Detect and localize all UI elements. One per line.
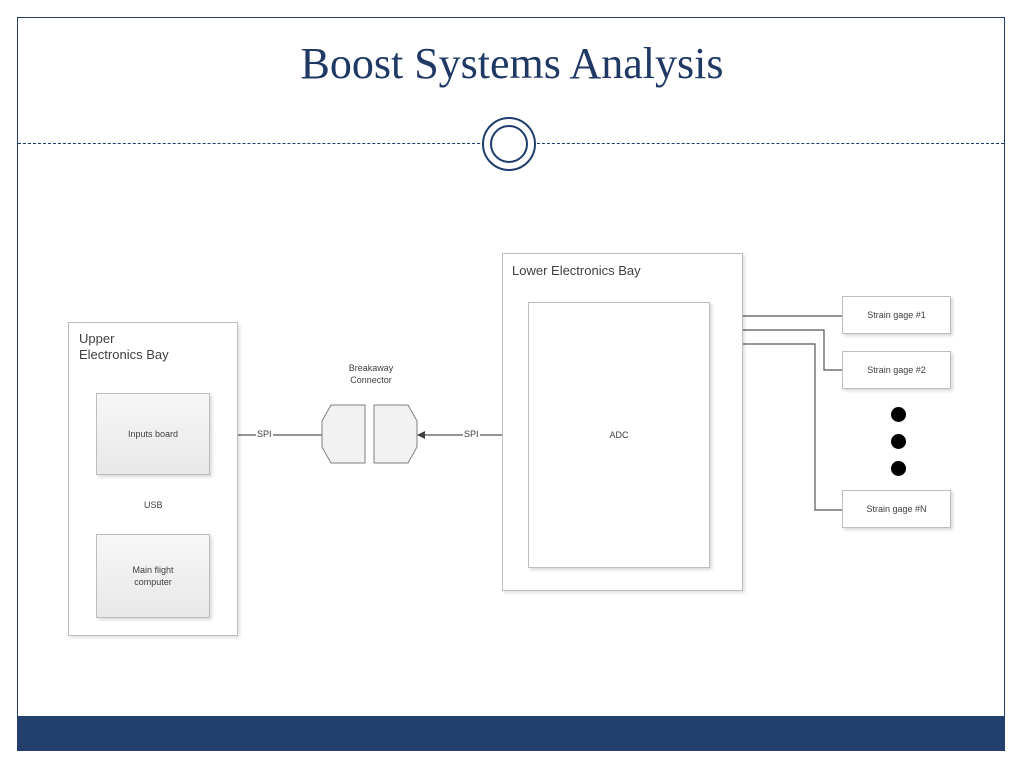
ellipsis-dot-1	[891, 407, 906, 422]
strain-gage-1-label: Strain gage #1	[867, 310, 926, 320]
main-flight-computer-node: Main flight computer	[96, 534, 210, 618]
connector-half-right	[373, 404, 418, 464]
lower-bay-label: Lower Electronics Bay	[512, 263, 641, 278]
gageN-wire	[709, 340, 842, 511]
circle-ornament-icon	[482, 117, 536, 171]
circle-ornament-inner	[490, 125, 528, 163]
inputs-board-node: Inputs board	[96, 393, 210, 475]
adc-node: ADC	[528, 302, 710, 568]
strain-gage-n-node: Strain gage #N	[842, 490, 951, 528]
gage2-wire	[709, 326, 842, 371]
slide-title: Boost Systems Analysis	[300, 39, 724, 88]
usb-label: USB	[143, 500, 164, 511]
breakaway-connector-label: Breakaway Connector	[348, 363, 394, 385]
spi-left-label: SPI	[256, 429, 273, 440]
upper-bay-label: Upper Electronics Bay	[79, 331, 169, 362]
connector-half-left	[321, 404, 366, 464]
adc-label: ADC	[609, 430, 629, 440]
spi-right-label: SPI	[463, 429, 480, 440]
footer-bar	[17, 716, 1005, 751]
main-flight-computer-label: Main flight computer	[132, 565, 174, 587]
ellipsis-dot-3	[891, 461, 906, 476]
ellipsis-dot-2	[891, 434, 906, 449]
strain-gage-1-node: Strain gage #1	[842, 296, 951, 334]
strain-gage-2-node: Strain gage #2	[842, 351, 951, 389]
strain-gage-2-label: Strain gage #2	[867, 365, 926, 375]
inputs-board-label: Inputs board	[127, 429, 179, 439]
strain-gage-n-label: Strain gage #N	[866, 504, 927, 514]
